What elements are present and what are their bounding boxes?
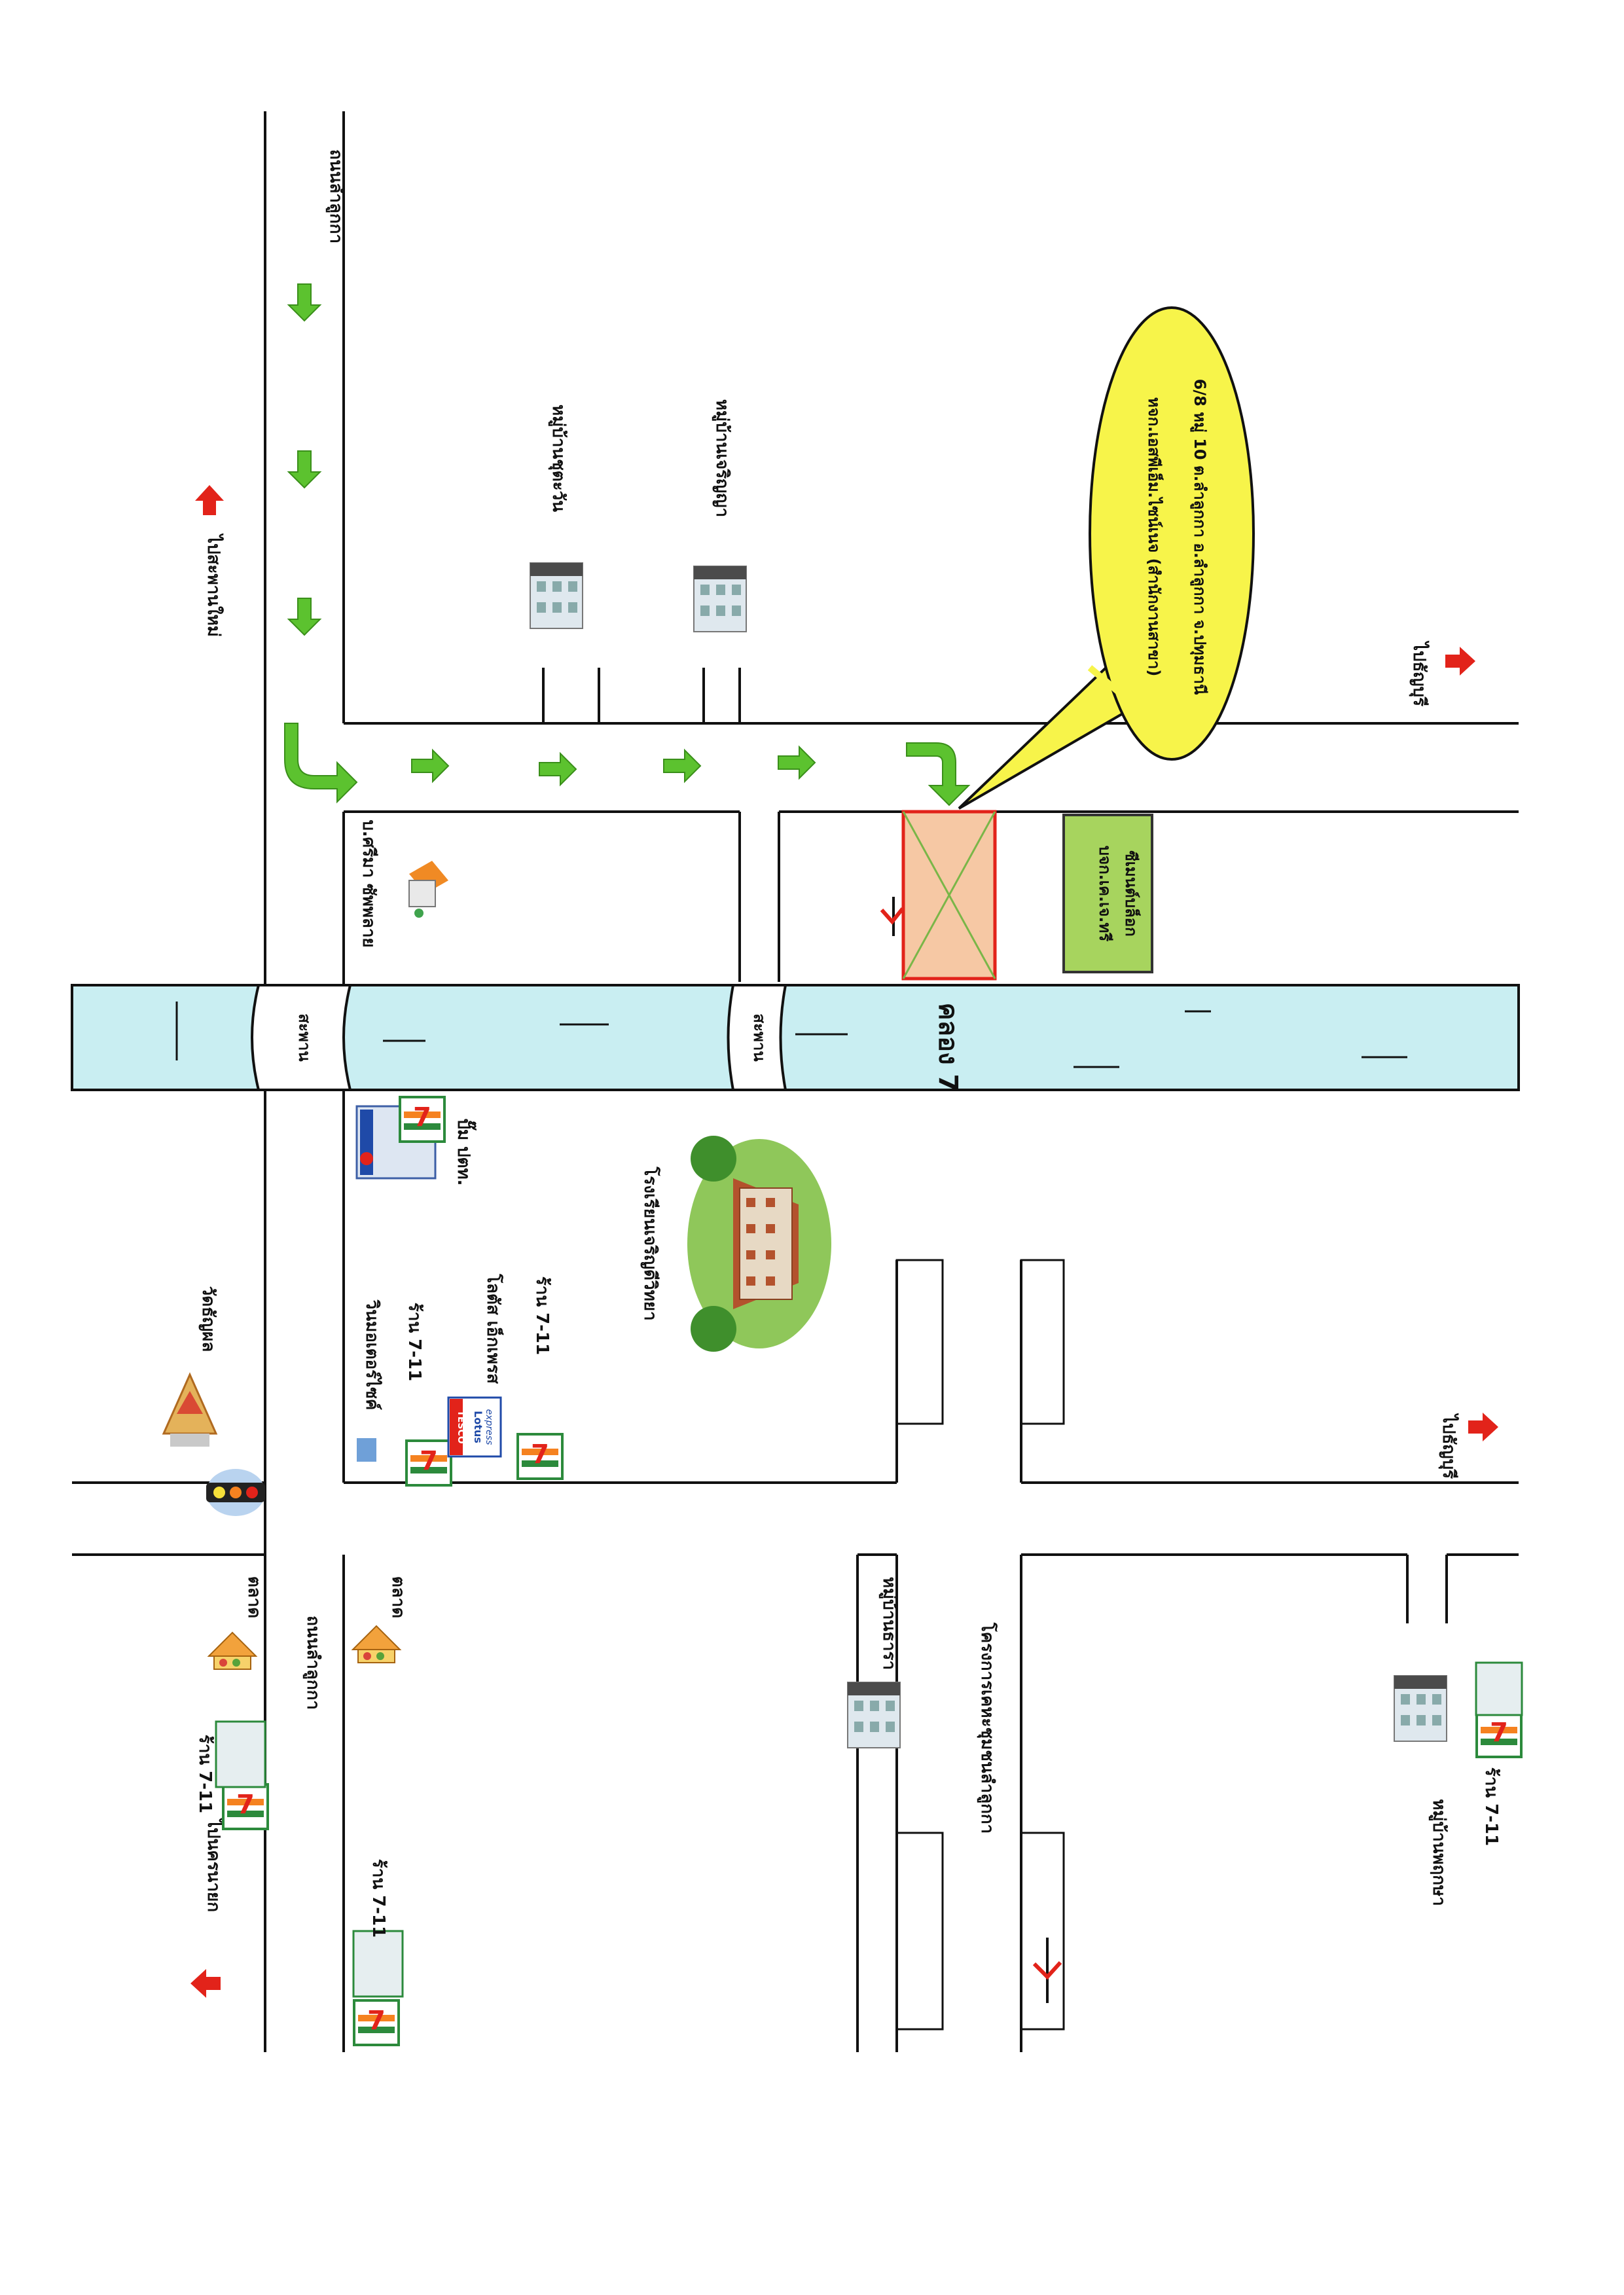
- svg-text:ไปธัญบุรี: ไปธัญบุรี: [1438, 1413, 1460, 1479]
- svg-text:บจก.เค.เจ.ทรี: บจก.เค.เจ.ทรี: [1096, 846, 1114, 942]
- shop-cluster: วินมอเตอร์ไซค์ ร้าน 7-11 TESCO Lotus exp…: [357, 1273, 564, 1487]
- shop-711-e: ร้าน 7-11: [1475, 1661, 1523, 1846]
- svg-text:สะพาน: สะพาน: [295, 1013, 314, 1062]
- location-callout: หจก.เอสพีเอ็ม.ไซน์เนจ (สำนักงานสาขา) 6/8…: [958, 306, 1255, 810]
- route-arrows: [284, 283, 971, 806]
- market-2: ตลาด: [352, 1576, 408, 1663]
- main-road-label-bottom: ถนนลำลูกกา: [302, 1616, 323, 1710]
- village-chutawan: หมู่บ้านชุตะวัน: [530, 405, 583, 629]
- callout-line1: หจก.เอสพีเอ็ม.ไซน์เนจ (สำนักงานสาขา): [1145, 397, 1164, 677]
- svg-text:หมู่บ้านธารา: หมู่บ้านธารา: [878, 1577, 899, 1670]
- direction-to-thanyaburi-1: ไปธัญบุรี: [1409, 640, 1475, 706]
- shop-711-d: ร้าน 7-11: [352, 1859, 404, 2046]
- 711-store-icon: [405, 1439, 452, 1487]
- 711-store-icon: [1475, 1711, 1523, 1758]
- svg-text:ซีเมนต์บล็อก: ซีเมนต์บล็อก: [1122, 850, 1141, 936]
- svg-text:ร้าน 7-11: ร้าน 7-11: [369, 1859, 388, 1938]
- house-icon: [408, 861, 448, 918]
- ptt-station: ปั๊ม ปตท.: [355, 1096, 477, 1186]
- traffic-light-icon: [206, 1469, 265, 1516]
- svg-text:Lotus: Lotus: [472, 1411, 484, 1443]
- svg-text:ไปสะพานใหม่: ไปสะพานใหม่: [204, 533, 225, 637]
- market-1: ตลาด: [208, 1576, 264, 1670]
- house-icon: [847, 1682, 901, 1748]
- svg-text:โลตัส เอ็กเพรส: โลตัส เอ็กเพรส: [483, 1273, 504, 1384]
- sri-ma-supply: บ.ศรีมา ซัพพลาย: [359, 820, 448, 948]
- svg-text:หมู่บ้านพฤกษา: หมู่บ้านพฤกษา: [1428, 1799, 1449, 1906]
- svg-text:หมู่บ้านเจริญญา: หมู่บ้านเจริญญา: [712, 399, 732, 517]
- green-arrow-icon: [906, 742, 971, 806]
- main-road-label-top: ถนนลำลูกกา: [325, 149, 346, 244]
- village-charoenya: หมู่บ้านเจริญญา: [693, 399, 747, 632]
- village-pruksa: หมู่บ้านพฤกษา: [1394, 1675, 1449, 1906]
- 711-store-icon: [222, 1783, 269, 1830]
- svg-text:express: express: [484, 1409, 494, 1445]
- school-icon: [687, 1136, 831, 1352]
- svg-text:ร้าน 7-11: ร้าน 7-11: [1481, 1767, 1501, 1846]
- canal-label: คลอง 7: [933, 1003, 963, 1093]
- top-soi: [344, 668, 1519, 982]
- school: โรงเรียนเจริญดีวิทยา: [640, 1136, 831, 1352]
- target-site: [880, 810, 997, 981]
- svg-text:ตลาด: ตลาด: [244, 1576, 264, 1618]
- house-icon: [1394, 1675, 1447, 1742]
- direction-to-nakhon-nayok: ไปนครนายก: [190, 1817, 225, 1998]
- temple-icon: [162, 1372, 218, 1447]
- lotus-logo: TESCO Lotus express: [447, 1396, 502, 1458]
- bridge-right: สะพาน: [727, 984, 787, 1091]
- market-icon: [208, 1632, 257, 1670]
- bridge-left: สะพาน: [251, 984, 352, 1091]
- svg-text:หมู่บ้านชุตะวัน: หมู่บ้านชุตะวัน: [548, 405, 568, 512]
- svg-text:ร้าน 7-11: ร้าน 7-11: [195, 1735, 215, 1813]
- svg-text:ตลาด: ตลาด: [388, 1576, 408, 1618]
- bottom-soi: [344, 1259, 1519, 2052]
- callout-line2: 6/8 หมู่ 10 ต.ลำลูกกา อ.ลำลูกกา จ.ปทุมธา…: [1189, 379, 1209, 695]
- svg-text:TESCO: TESCO: [456, 1410, 466, 1443]
- svg-text:วินมอเตอร์ไซค์: วินมอเตอร์ไซค์: [362, 1299, 383, 1410]
- village-thara: หมู่บ้านธารา: [847, 1577, 901, 1748]
- svg-text:ไปนครนายก: ไปนครนายก: [204, 1817, 225, 1912]
- bus-stop-icon: [1032, 1938, 1062, 2003]
- company-kj: บจก.เค.เจ.ทรี ซีเมนต์บล็อก: [1062, 814, 1153, 973]
- svg-text:โรงเรียนเจริญดีวิทยา: โรงเรียนเจริญดีวิทยา: [640, 1166, 661, 1320]
- svg-text:สะพาน: สะพาน: [750, 1013, 768, 1062]
- 711-store-icon: [516, 1433, 564, 1480]
- direction-to-thanyaburi-2: ไปธัญบุรี: [1438, 1413, 1498, 1479]
- house-icon: [693, 566, 747, 632]
- 711-store-icon: [353, 1999, 400, 2046]
- 711-store-icon: [399, 1096, 446, 1143]
- green-arrow-icon: [284, 723, 358, 804]
- shop-711-c: ร้าน 7-11: [195, 1720, 269, 1830]
- community-housing-label: โครงการเคหะชุมชนลำลูกกา: [977, 1622, 998, 1834]
- svg-text:ร้าน 7-11: ร้าน 7-11: [405, 1303, 424, 1381]
- svg-text:บ.ศรีมา ซัพพลาย: บ.ศรีมา ซัพพลาย: [359, 820, 378, 947]
- bus-stop-icon: [880, 897, 905, 936]
- svg-text:วัดธัญผล: วัดธัญผล: [198, 1286, 218, 1352]
- market-icon: [352, 1625, 401, 1663]
- bus-stop-icon: [357, 1438, 376, 1462]
- house-icon: [530, 562, 583, 629]
- svg-text:ร้าน 7-11: ร้าน 7-11: [532, 1276, 552, 1355]
- direction-to-saphan-mai: ไปสะพานใหม่: [195, 485, 225, 637]
- temple: วัดธัญผล: [162, 1286, 218, 1447]
- svg-text:ไปธัญบุรี: ไปธัญบุรี: [1409, 640, 1430, 706]
- svg-text:ปั๊ม ปตท.: ปั๊ม ปตท.: [454, 1118, 477, 1185]
